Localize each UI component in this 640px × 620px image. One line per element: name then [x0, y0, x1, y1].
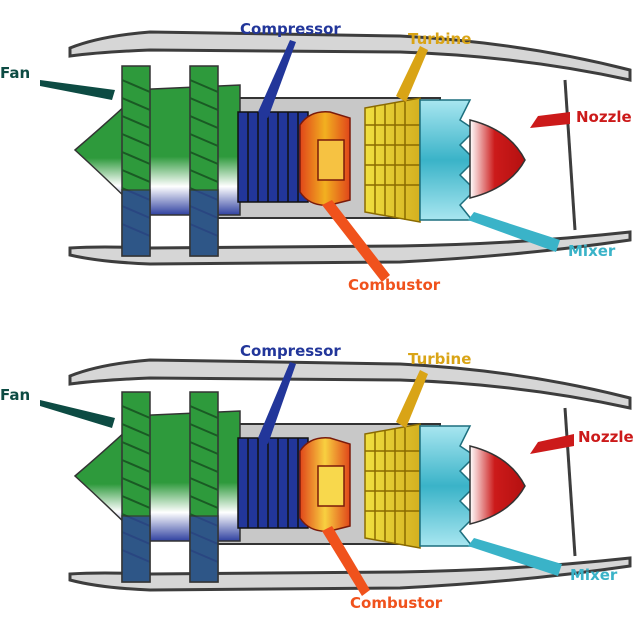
- combustor-chamber: [299, 437, 351, 532]
- label-mixer: Mixer: [568, 242, 616, 260]
- engine-illustration-bottom: [40, 358, 632, 596]
- pointer-compressor: [258, 40, 296, 118]
- fan-blades: [121, 65, 219, 257]
- label-combustor: Combustor: [350, 594, 443, 612]
- label-nozzle: Nozzle: [578, 428, 634, 446]
- engine-illustration-top: [40, 30, 632, 282]
- label-nozzle: Nozzle: [576, 108, 632, 126]
- label-fan: Fan: [0, 64, 31, 82]
- label-mixer: Mixer: [570, 566, 618, 584]
- compressor-stages: [237, 437, 309, 529]
- label-compressor: Compressor: [240, 342, 341, 360]
- label-pointers: [40, 40, 570, 282]
- pointer-turbine: [396, 46, 428, 102]
- nozzle-cone: [469, 445, 526, 525]
- pointer-nozzle: [530, 112, 570, 128]
- combustor-chamber: [299, 111, 351, 206]
- pointer-fan: [40, 80, 115, 100]
- nozzle-cone: [469, 119, 526, 199]
- label-turbine: Turbine: [408, 30, 472, 48]
- fan-blades: [121, 391, 219, 583]
- label-combustor: Combustor: [348, 276, 441, 294]
- label-pointers: [40, 362, 574, 596]
- pointer-nozzle: [530, 434, 574, 454]
- pointer-turbine: [396, 370, 428, 428]
- pointer-combustor: [322, 200, 390, 282]
- pointer-mixer: [468, 212, 560, 252]
- label-compressor: Compressor: [240, 20, 341, 38]
- engine-diagram-top: Fan Compressor Turbine Nozzle Combustor …: [0, 0, 640, 300]
- pointer-fan: [40, 400, 115, 428]
- turbine-stages: [364, 97, 421, 223]
- mixer-lobes: [419, 99, 477, 221]
- turbine-stages: [364, 423, 421, 549]
- label-fan: Fan: [0, 386, 31, 404]
- pointer-mixer: [468, 538, 562, 576]
- label-turbine: Turbine: [408, 350, 472, 368]
- pointer-compressor: [258, 362, 296, 444]
- pointer-combustor: [322, 526, 370, 596]
- nacelle-upper: [68, 30, 632, 82]
- mixer-lobes: [419, 425, 477, 547]
- nacelle-upper: [68, 358, 632, 410]
- compressor-stages: [237, 111, 309, 203]
- engine-diagram-bottom: Fan Compressor Turbine Nozzle Combustor …: [0, 318, 640, 618]
